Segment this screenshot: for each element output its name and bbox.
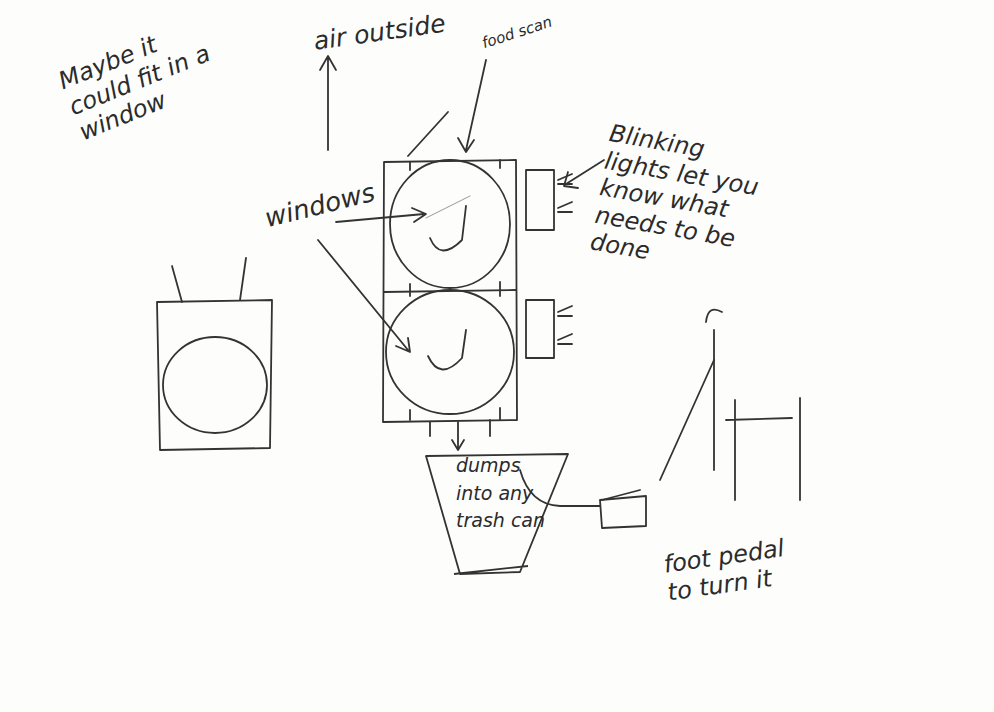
lights-note: Blinking lights let you know what needs …: [588, 120, 774, 285]
windows-label: windows: [262, 174, 395, 234]
person-figure: [660, 310, 800, 500]
note-text: Maybe it could fit in a window: [55, 8, 239, 147]
composter-device: [383, 160, 572, 450]
food-scan-label: food scan: [480, 2, 590, 52]
pedal-note: foot pedal to turn it: [662, 534, 798, 607]
trash-can-text: dumps into any trash can: [456, 452, 561, 535]
tv-sketch: [157, 258, 272, 450]
trash-can: dumps into any trash can: [420, 448, 585, 583]
air-outside-label: air outside: [312, 4, 484, 56]
